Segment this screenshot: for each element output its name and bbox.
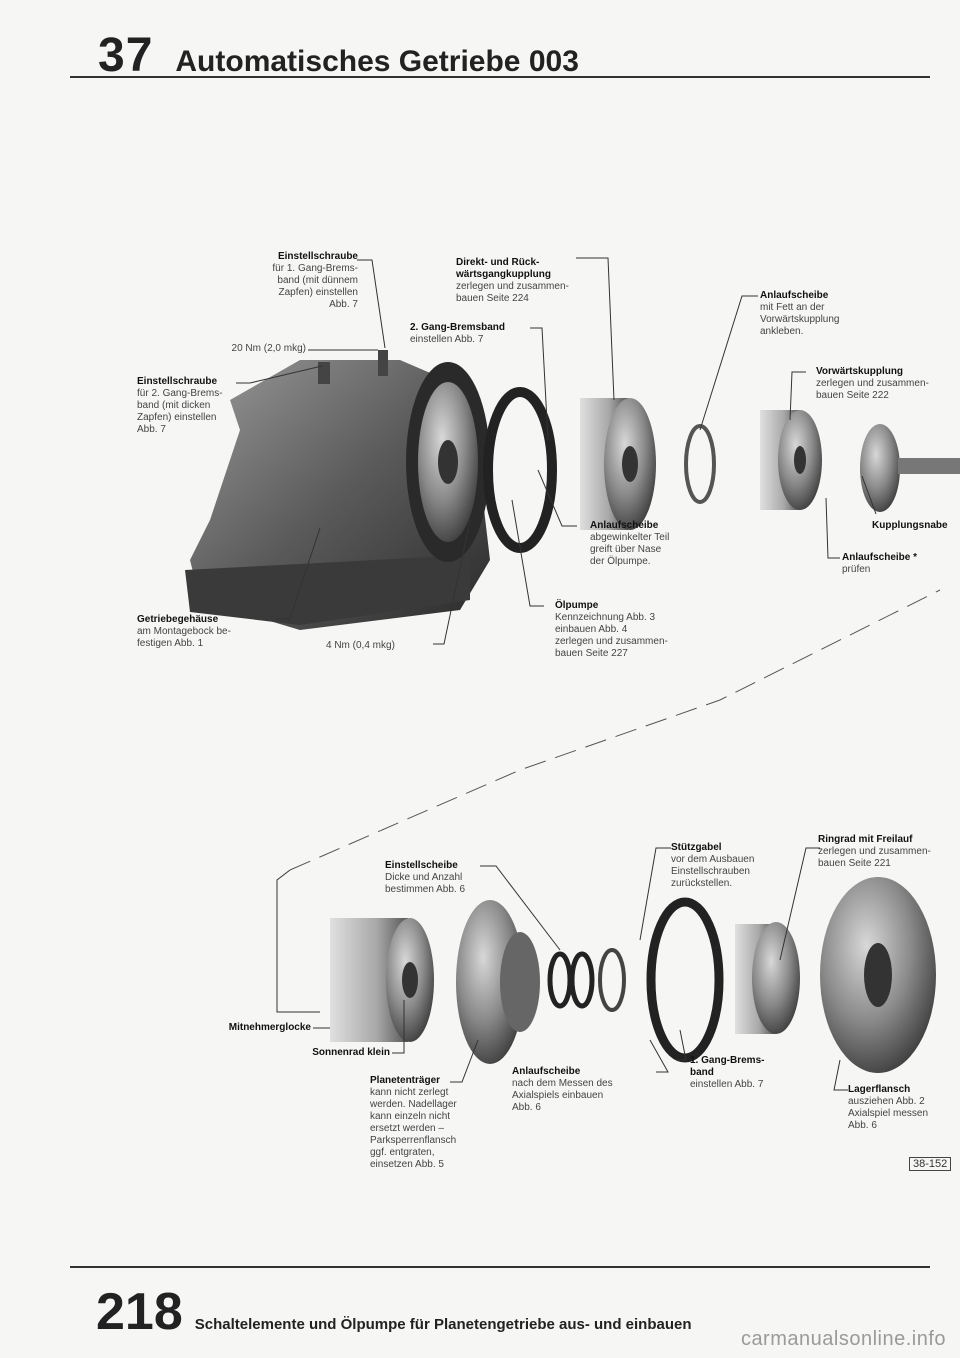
direct-reverse-clutch <box>580 398 656 530</box>
label-anlaufscheibe-mid: Anlaufscheibe abgewinkelter Teil greift … <box>590 520 670 567</box>
figure-code: 38-152 <box>909 1157 952 1171</box>
label-anlaufscheibe-bottom: Anlaufscheibe nach dem Messen des Axials… <box>512 1066 613 1113</box>
chapter-title: Automatisches Getriebe 003 <box>175 45 579 78</box>
label-vorwaertskupplung: Vorwärtskupplung zerlegen und zusammen- … <box>816 366 929 401</box>
label-ringrad: Ringrad mit Freilauf zerlegen und zusamm… <box>818 834 931 869</box>
watermark: carmanualsonline.info <box>740 1328 946 1350</box>
label-mitnehmerglocke: Mitnehmerglocke <box>228 1022 311 1033</box>
bearing-flange <box>820 877 936 1073</box>
label-lagerflansch: Lagerflansch ausziehen Abb. 2 Axialspiel… <box>848 1084 929 1131</box>
label-anlaufscheibe-pruefen: Anlaufscheibe * prüfen <box>842 552 918 575</box>
label-kupplungsnabe: Kupplungsnabe <box>872 520 948 531</box>
page-header: 37 Automatisches Getriebe 003 <box>98 28 579 83</box>
thrust-washer-top <box>684 424 716 504</box>
page-number: 218 <box>96 1283 183 1341</box>
planet-carrier <box>456 900 540 1064</box>
chapter-number: 37 <box>98 29 154 82</box>
label-torque-4nm: 4 Nm (0,4 mkg) <box>326 640 395 651</box>
forward-clutch <box>760 410 822 510</box>
label-direkt-kupplung: Direkt- und Rück- wärtsgangkupplung zerl… <box>456 257 569 304</box>
label-anlaufscheibe-top: Anlaufscheibe mit Fett an der Vorwärtsku… <box>760 290 840 337</box>
assembly-axis-line <box>289 589 941 871</box>
label-stuetzgabel: Stützgabel vor dem Ausbauen Einstellschr… <box>671 842 755 889</box>
section-title: Schaltelemente und Ölpumpe für Planeteng… <box>194 1316 692 1333</box>
leader-lines <box>236 257 877 1091</box>
brake-band-1 <box>646 897 724 1063</box>
brake-band-2 <box>483 387 557 553</box>
footer-rule <box>70 1266 930 1268</box>
label-einstellschraube-2: Einstellschraube für 2. Gang-Brems- band… <box>137 376 223 435</box>
label-planetentraeger: Planetenträger kann nicht zerlegt werden… <box>370 1075 457 1170</box>
driving-shell <box>330 918 434 1042</box>
page-footer: 218 Schaltelemente und Ölpumpe für Plane… <box>96 1282 692 1342</box>
label-einstellscheibe: Einstellscheibe Dicke und Anzahl bestimm… <box>385 860 466 895</box>
header-rule <box>70 76 930 78</box>
label-bremsband-1: 1. Gang-Brems- band einstellen Abb. 7 <box>690 1055 765 1090</box>
clutch-hub <box>860 424 960 512</box>
label-sonnenrad: Sonnenrad klein <box>312 1047 390 1058</box>
label-getriebegehaeuse: Getriebegehäuse am Montagebock be- festi… <box>137 614 231 649</box>
label-einstellschraube-1: Einstellschraube für 1. Gang-Brems- band… <box>272 251 358 310</box>
ring-gear <box>735 922 800 1034</box>
label-bremsband-2: 2. Gang-Bremsband einstellen Abb. 7 <box>410 322 506 345</box>
label-torque-20nm: 20 Nm (2,0 mkg) <box>231 343 306 354</box>
transmission-housing <box>185 350 490 630</box>
label-oelpumpe: Ölpumpe Kennzeichnung Abb. 3 einbauen Ab… <box>555 600 668 659</box>
shims <box>547 948 626 1012</box>
